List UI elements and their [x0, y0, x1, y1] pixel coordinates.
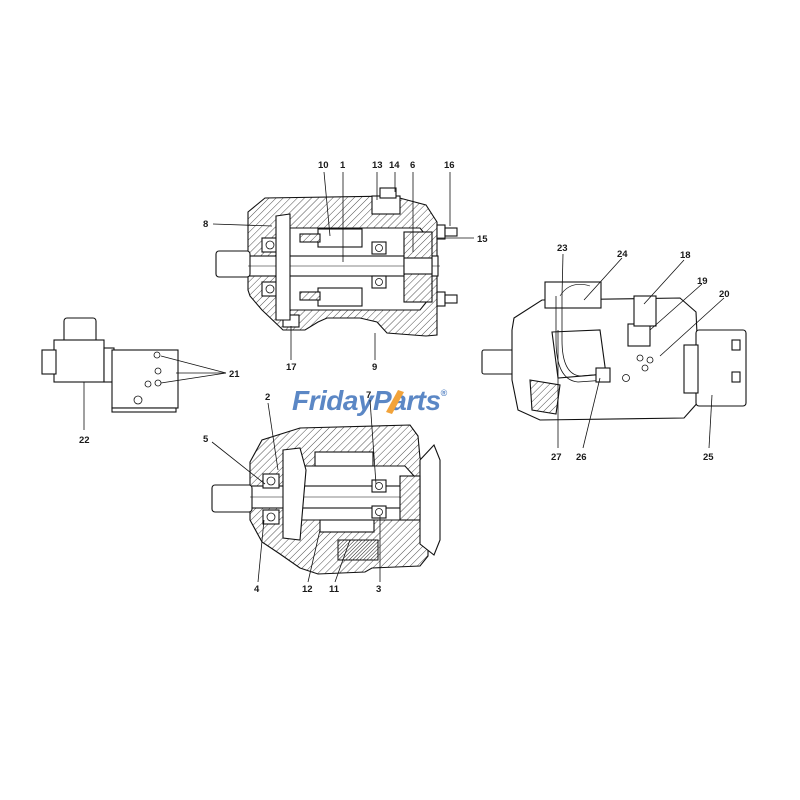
callout-8: 8	[203, 219, 208, 230]
callout-6: 6	[410, 160, 415, 171]
callout-19: 19	[697, 276, 708, 287]
callout-3: 3	[376, 584, 381, 595]
callout-10: 10	[318, 160, 329, 171]
callout-13: 13	[372, 160, 383, 171]
callout-15: 15	[477, 234, 488, 245]
callout-labels: 10 1 13 14 6 16 8 15 17 9 21 22 2 7 5 4 …	[79, 160, 730, 595]
leader-lines	[83, 171, 725, 583]
callout-1: 1	[340, 160, 346, 171]
callout-11: 11	[329, 584, 340, 595]
callout-24: 24	[617, 249, 628, 260]
callout-16: 16	[444, 160, 455, 171]
callout-12: 12	[302, 584, 313, 595]
callout-9: 9	[372, 362, 377, 373]
watermark-logo: FridayParts®	[292, 385, 448, 416]
callout-23: 23	[557, 243, 568, 254]
callout-20: 20	[719, 289, 730, 300]
watermark-word-parts: Parts	[373, 385, 441, 416]
callout-21: 21	[229, 369, 240, 380]
watermark-orange-swoosh	[386, 390, 404, 414]
callout-27: 27	[551, 452, 562, 463]
callout-17: 17	[286, 362, 297, 373]
svg-text:FridayParts®: FridayParts®	[292, 385, 448, 416]
callout-25: 25	[703, 452, 714, 463]
watermark-word-friday: Friday	[292, 385, 375, 416]
callout-4: 4	[254, 584, 260, 595]
callout-18: 18	[680, 250, 691, 261]
right-pump-exterior	[481, 281, 747, 421]
callout-14: 14	[389, 160, 400, 171]
solenoid-valve	[41, 317, 179, 413]
bottom-pump-section	[211, 424, 441, 575]
callout-22: 22	[79, 435, 90, 446]
top-pump-section	[215, 187, 458, 337]
callout-26: 26	[576, 452, 587, 463]
callout-2: 2	[265, 392, 270, 403]
callout-7: 7	[366, 390, 371, 401]
callout-5: 5	[203, 434, 209, 445]
watermark-registered-mark: ®	[441, 388, 448, 398]
